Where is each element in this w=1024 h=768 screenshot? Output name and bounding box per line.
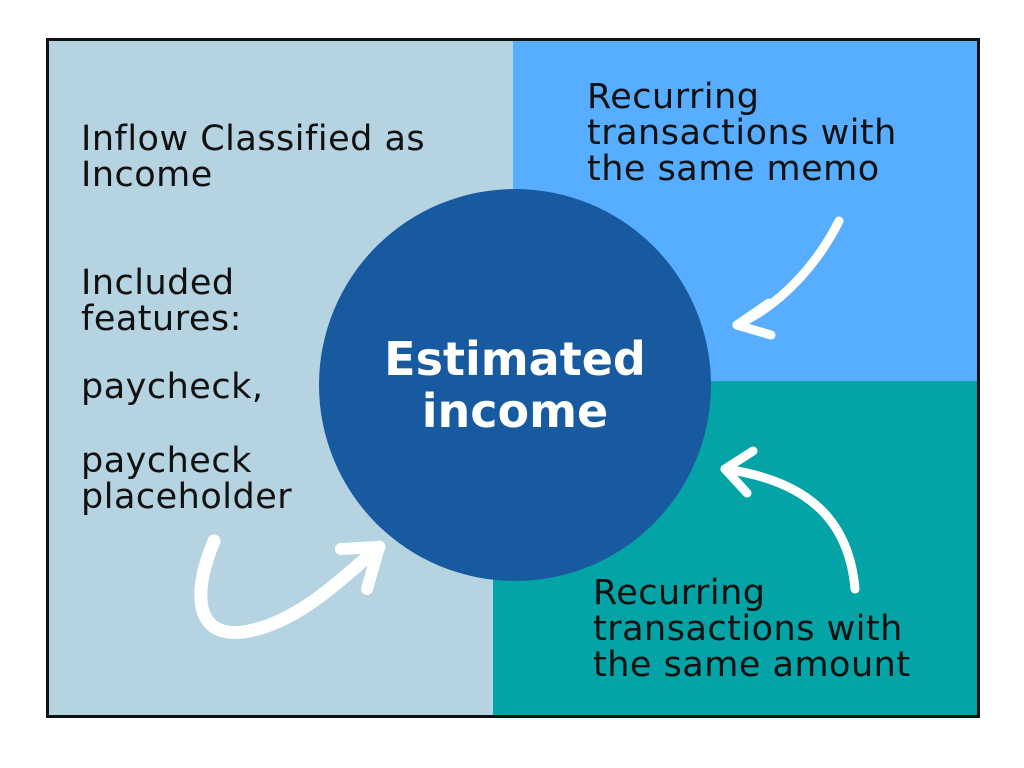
curved-arrow-icon	[720, 446, 860, 594]
estimated-income-circle: Estimated income	[319, 189, 711, 581]
feature-paycheck: paycheck,	[81, 367, 264, 407]
recurring-same-amount-text: Recurring transactions with the same amo…	[593, 573, 911, 685]
curved-arrow-icon	[732, 216, 844, 340]
recurring-same-memo-text: Recurring transactions with the same mem…	[587, 77, 897, 189]
included-features-label: Included features:	[81, 263, 242, 339]
estimated-income-label: Estimated income	[384, 332, 646, 438]
curved-arrow-icon	[194, 534, 386, 639]
diagram-frame: Inflow Classified as Income Included fea…	[46, 38, 980, 718]
feature-paycheck-placeholder: paycheck placeholder	[81, 441, 293, 517]
inflow-classified-title: Inflow Classified as Income	[81, 119, 426, 195]
